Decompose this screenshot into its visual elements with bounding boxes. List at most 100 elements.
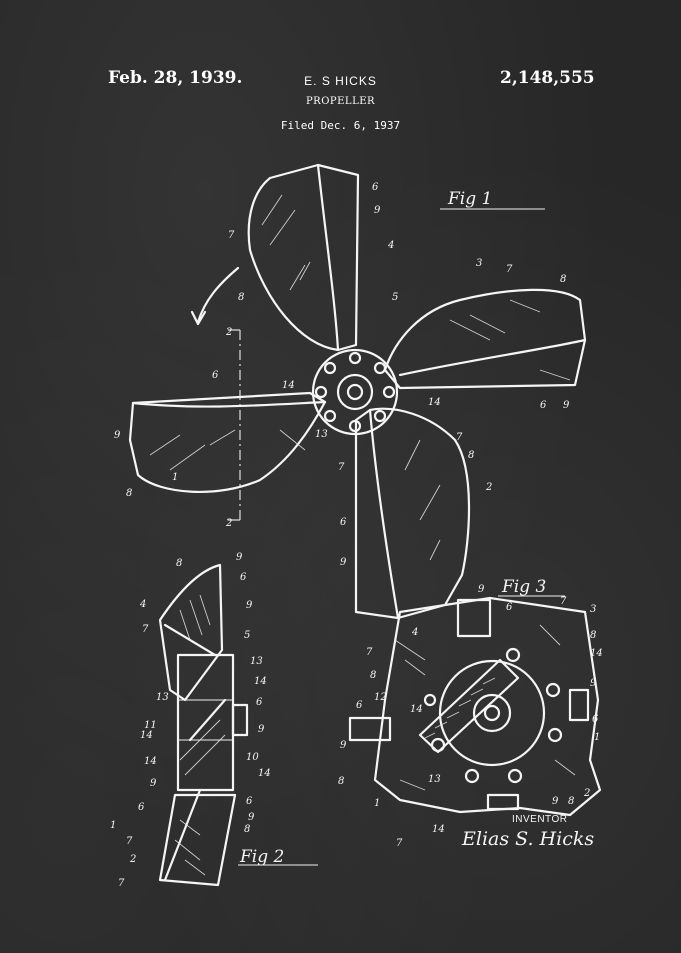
svg-text:8: 8 xyxy=(568,796,574,807)
svg-text:7: 7 xyxy=(338,462,345,473)
svg-text:4: 4 xyxy=(387,240,394,251)
svg-text:6: 6 xyxy=(138,802,145,813)
svg-text:9: 9 xyxy=(340,557,347,568)
svg-text:4: 4 xyxy=(139,599,146,610)
svg-text:14: 14 xyxy=(410,704,423,715)
blade-top xyxy=(247,163,360,352)
svg-text:10: 10 xyxy=(246,752,259,763)
svg-text:7: 7 xyxy=(366,647,373,658)
svg-text:6: 6 xyxy=(256,697,263,708)
svg-text:7: 7 xyxy=(456,432,463,443)
svg-text:14: 14 xyxy=(432,824,445,835)
svg-text:9: 9 xyxy=(374,205,381,216)
svg-text:7: 7 xyxy=(126,836,133,847)
svg-text:1: 1 xyxy=(172,472,178,483)
svg-text:6: 6 xyxy=(212,370,219,381)
svg-text:3: 3 xyxy=(590,604,596,615)
svg-text:1: 1 xyxy=(374,798,380,809)
svg-text:12: 12 xyxy=(374,692,387,703)
svg-text:7: 7 xyxy=(118,878,125,889)
svg-text:9: 9 xyxy=(478,584,485,595)
svg-text:4: 4 xyxy=(411,627,418,638)
svg-text:2: 2 xyxy=(485,482,492,493)
patent-date: Feb. 28, 1939. xyxy=(108,68,243,88)
svg-text:9: 9 xyxy=(258,724,265,735)
inventor-label: INVENTOR xyxy=(512,814,568,825)
svg-text:8: 8 xyxy=(244,824,250,835)
svg-text:8: 8 xyxy=(338,776,344,787)
svg-text:6: 6 xyxy=(356,700,363,711)
svg-text:7: 7 xyxy=(506,264,513,275)
svg-text:13: 13 xyxy=(156,692,169,703)
blade-left xyxy=(128,391,327,493)
svg-text:8: 8 xyxy=(370,670,376,681)
inventor-name: E. S HICKS xyxy=(304,74,377,88)
svg-text:2: 2 xyxy=(583,788,590,799)
svg-text:9: 9 xyxy=(552,796,559,807)
svg-text:14: 14 xyxy=(254,676,267,687)
patent-title: PROPELLER xyxy=(305,96,376,107)
svg-text:6: 6 xyxy=(506,602,513,613)
svg-text:7: 7 xyxy=(396,838,403,849)
svg-text:14: 14 xyxy=(258,768,271,779)
svg-text:14: 14 xyxy=(282,380,295,391)
svg-text:8: 8 xyxy=(176,558,182,569)
svg-text:9: 9 xyxy=(114,430,121,441)
svg-text:2: 2 xyxy=(129,854,136,865)
inventor-signature: Elias S. Hicks xyxy=(461,828,594,850)
svg-text:9: 9 xyxy=(246,600,253,611)
svg-text:8: 8 xyxy=(238,292,244,303)
svg-text:14: 14 xyxy=(428,397,441,408)
svg-text:6: 6 xyxy=(592,714,599,725)
hub-inner xyxy=(336,373,374,411)
svg-text:6: 6 xyxy=(372,182,379,193)
svg-text:9: 9 xyxy=(248,812,255,823)
svg-text:5: 5 xyxy=(392,292,398,303)
svg-text:13: 13 xyxy=(428,774,441,785)
blade-right xyxy=(383,288,587,390)
svg-text:11: 11 xyxy=(144,720,157,731)
svg-text:6: 6 xyxy=(246,796,253,807)
svg-text:6: 6 xyxy=(340,517,347,528)
fig3-label: Fig 3 xyxy=(501,577,546,597)
fig1-reference-numerals: 6 9 7 4 3 7 8 5 8 6 14 14 6 9 9 13 7 8 7… xyxy=(114,182,570,568)
rotation-arrow xyxy=(196,266,240,324)
svg-text:7: 7 xyxy=(142,624,149,635)
svg-text:1: 1 xyxy=(594,732,600,743)
hub-bolts xyxy=(314,351,396,433)
fig3-hub-detail: Fig 3 9 7 3 4 6 7 8 8 14 9 12 14 6 6 9 1… xyxy=(338,577,603,849)
fig2-label: Fig 2 xyxy=(239,847,284,867)
svg-text:8: 8 xyxy=(590,630,596,641)
svg-text:9: 9 xyxy=(563,400,570,411)
svg-text:7: 7 xyxy=(560,596,567,607)
fig1-label: Fig 1 xyxy=(447,189,492,209)
svg-text:9: 9 xyxy=(150,778,157,789)
inventor-block: INVENTOR Elias S. Hicks xyxy=(461,814,594,850)
svg-text:8: 8 xyxy=(560,274,566,285)
hub-outer xyxy=(311,348,399,436)
section-mark-top: 2 xyxy=(225,327,232,338)
svg-text:1: 1 xyxy=(110,820,116,831)
svg-text:5: 5 xyxy=(244,630,250,641)
svg-text:7: 7 xyxy=(228,230,235,241)
fig2-section-view: Fig 2 8 9 6 4 9 7 5 13 14 13 6 11 9 14 1… xyxy=(110,552,318,889)
svg-text:6: 6 xyxy=(540,400,547,411)
svg-text:14: 14 xyxy=(140,730,153,741)
section-mark-bottom: 2 xyxy=(225,518,232,529)
svg-text:9: 9 xyxy=(340,740,347,751)
svg-text:6: 6 xyxy=(240,572,247,583)
svg-text:8: 8 xyxy=(126,488,132,499)
svg-text:8: 8 xyxy=(468,450,474,461)
svg-text:9: 9 xyxy=(590,678,597,689)
svg-text:13: 13 xyxy=(250,656,263,667)
svg-text:14: 14 xyxy=(590,648,603,659)
fig3-reference-numerals: 9 7 3 4 6 7 8 8 14 9 12 14 6 6 9 1 13 8 … xyxy=(338,584,603,849)
patent-number: 2,148,555 xyxy=(500,68,595,88)
svg-text:3: 3 xyxy=(476,258,482,269)
svg-text:13: 13 xyxy=(315,429,328,440)
svg-text:9: 9 xyxy=(236,552,243,563)
filed-date: Filed Dec. 6, 1937 xyxy=(280,119,401,132)
fig1-propeller: 2 2 Fig 1 6 9 7 4 3 7 8 5 8 6 14 14 6 9 xyxy=(114,163,587,620)
